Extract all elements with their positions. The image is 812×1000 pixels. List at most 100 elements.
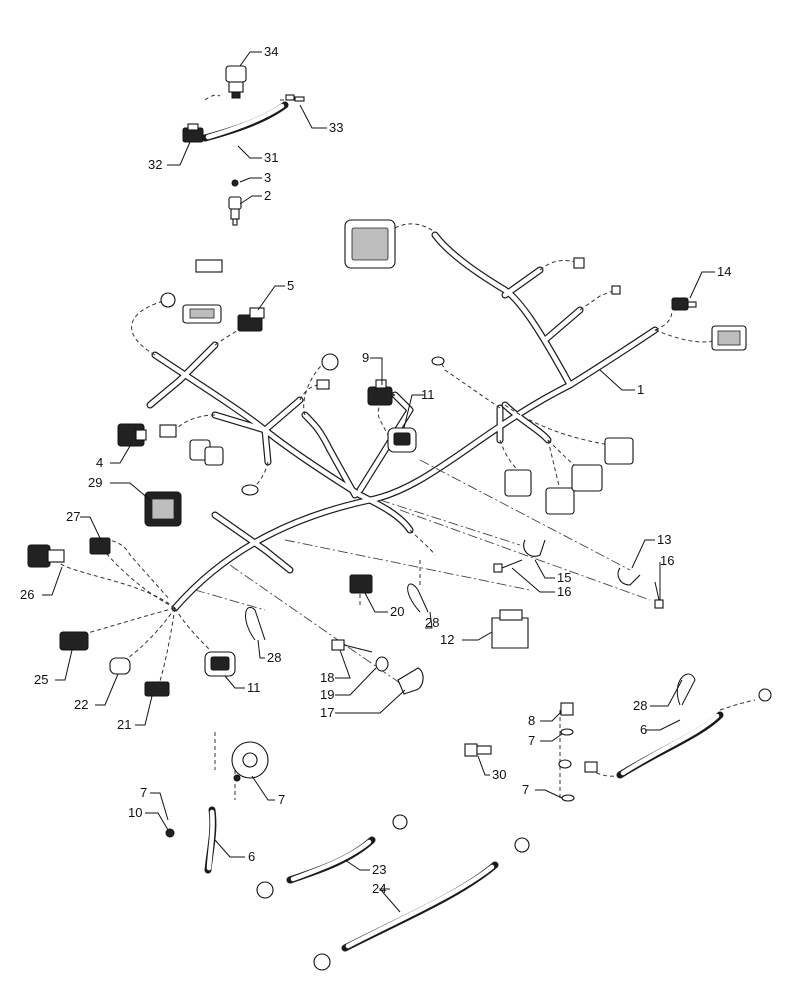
connector-29: [144, 491, 182, 527]
callout-22: 22: [74, 697, 88, 712]
callout-13: 13: [657, 532, 671, 547]
clip-13: [617, 567, 641, 586]
callout-16: 16: [660, 553, 674, 568]
callout-1: 1: [637, 382, 644, 397]
small-connector: [159, 424, 177, 438]
callout-28: 28: [425, 615, 439, 630]
harness-wire-core: [542, 307, 583, 343]
ring-terminal: [256, 881, 274, 899]
harness-wire-core: [262, 547, 293, 573]
callout-20: 20: [390, 604, 404, 619]
cable-tie-28: [407, 583, 429, 613]
callout-7: 7: [278, 792, 285, 807]
callout-18: 18: [320, 670, 334, 685]
connector-27: [89, 537, 111, 555]
callout-8: 8: [528, 713, 535, 728]
callout-7: 7: [522, 782, 529, 797]
ring-terminal: [431, 356, 445, 366]
connector-right: [711, 325, 747, 351]
connector-block: [504, 469, 532, 497]
connector-block: [182, 259, 223, 324]
o-ring-3: [231, 179, 239, 187]
callout-33: 33: [329, 120, 343, 135]
small-connector: [584, 761, 598, 773]
round-connector: [321, 353, 339, 371]
callout-9: 9: [362, 350, 369, 365]
callout-25: 25: [34, 672, 48, 687]
connector-block: [604, 437, 634, 465]
connector-5: [237, 307, 265, 332]
parts: [27, 65, 772, 971]
callout-30: 30: [492, 767, 506, 782]
bolt-16: [654, 581, 664, 609]
callout-28: 28: [633, 698, 647, 713]
callout-24: 24: [372, 881, 386, 896]
ring-terminal: [514, 837, 530, 853]
washer-7: [561, 794, 575, 802]
harness-wire-core: [357, 392, 413, 493]
harness-wire-core: [212, 512, 268, 553]
harness-wire-core: [212, 412, 268, 433]
callout-14: 14: [717, 264, 731, 279]
callout-21: 21: [117, 717, 131, 732]
callout-3: 3: [264, 170, 271, 185]
callout-11: 11: [247, 680, 261, 695]
harness-wire-core: [177, 342, 218, 383]
grommet: [160, 292, 176, 308]
ring-terminal: [241, 484, 259, 496]
connector-32: [182, 123, 204, 143]
harness-wire-core: [302, 412, 358, 498]
callout-5: 5: [287, 278, 294, 293]
connector-25: [59, 631, 89, 651]
callout-10: 10: [128, 805, 142, 820]
callout-17: 17: [320, 705, 334, 720]
main-connector: [344, 219, 396, 269]
cable-tie-28: [245, 607, 266, 641]
callout-12: 12: [440, 632, 454, 647]
harness-wire-core: [357, 492, 413, 533]
harness-wire-core: [262, 427, 271, 465]
terminal-33: [285, 94, 305, 102]
small-connector: [316, 379, 330, 390]
callout-7: 7: [528, 733, 535, 748]
ring-terminal: [392, 814, 408, 830]
connector-block: [545, 487, 575, 515]
harness-wire-core: [502, 267, 543, 298]
bracket-12: [491, 609, 529, 649]
callout-28: 28: [267, 650, 281, 665]
bolt-16: [493, 559, 523, 573]
connector-11-upper: [387, 427, 417, 453]
knob-34: [225, 65, 247, 99]
callout-6: 6: [640, 722, 647, 737]
cable-tie-28: [676, 673, 696, 706]
connector-block: [204, 446, 224, 466]
washer-7: [560, 728, 574, 736]
callout-labels: 34 33 32 31 3 2 5 14 1 9 11 4 29 27 13 1…: [20, 44, 731, 896]
callout-34: 34: [264, 44, 278, 59]
harness-wire-core: [502, 402, 551, 443]
harness-wire-core: [147, 377, 183, 408]
washer-19: [375, 656, 389, 672]
ring-terminal: [313, 953, 331, 971]
connector-11-lower: [204, 651, 236, 677]
callout-26: 26: [20, 587, 34, 602]
connector-9: [367, 379, 393, 406]
callout-15: 15: [557, 570, 571, 585]
callout-2: 2: [264, 188, 271, 203]
connector-4: [117, 423, 147, 447]
harness-wire-core: [147, 232, 658, 611]
small-connector: [611, 285, 621, 295]
connector-22: [109, 657, 131, 675]
callout-11: 11: [421, 387, 435, 402]
callout-19: 19: [320, 687, 334, 702]
connector-26: [27, 544, 65, 568]
callout-6: 6: [248, 849, 255, 864]
clip-15: [523, 539, 546, 557]
leader-lines: [42, 51, 715, 913]
callout-4: 4: [96, 455, 103, 470]
main-harness: [146, 231, 659, 612]
nut-8: [560, 702, 574, 716]
connector-20: [349, 574, 373, 594]
callout-16: 16: [557, 584, 571, 599]
